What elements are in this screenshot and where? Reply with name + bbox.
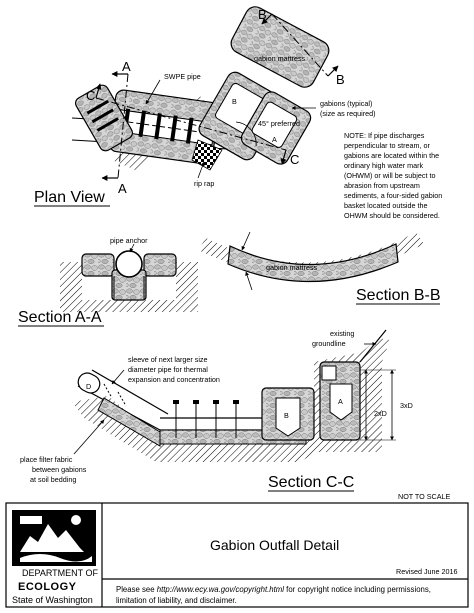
section-cc-sloped-gabions [97,397,161,447]
marker-b-top: B [258,7,267,22]
pipe-d-label: D [86,382,91,391]
revised-date: Revised June 2016 [396,567,458,576]
svg-text:OHWM should be considered.: OHWM should be considered. [344,211,440,220]
pipe-anchor-label: pipe anchor [110,236,148,245]
not-to-scale: NOT TO SCALE [398,492,451,501]
section-aa-gabion-right [143,253,177,277]
marker-c-right: C [290,152,299,167]
sleeve-label-1: sleeve of next larger size [128,355,208,364]
marker-a-bottom: A [118,181,127,196]
existing-groundline [359,329,387,363]
footer-line-1: Please see http://www.ecy.wa.gov/copyrig… [116,585,431,594]
marker-c-left: C [86,88,95,103]
section-cc-gabion-a-pocket [329,383,353,421]
section-aa-anchor [115,263,143,278]
gabion-mattress-plan-label: gabion mattress [254,54,306,63]
sleeve-label-2: diameter pipe for thermal [128,365,208,374]
section-cut-bb [261,13,339,77]
svg-text:perpendicular to stream, or: perpendicular to stream, or [344,141,430,150]
svg-text:ordinary high water mark: ordinary high water mark [344,161,424,170]
section-cc: existing groundline sleeve of next large… [20,329,413,492]
lead-anchors-plan [86,99,119,132]
agency-line-2: ECOLOGY [18,581,77,593]
plan-inner-b: B [232,97,237,106]
section-aa: pipe anchor Section A-A [18,236,198,327]
plan-inner-a: A [272,135,277,144]
filter-label-3: at soil bedding [30,475,76,484]
gabion-a-label: A [338,397,343,406]
section-cut-aa [101,71,129,181]
svg-text:NOTE: If pipe discharges: NOTE: If pipe discharges [344,131,425,140]
svg-text:gabions are located within the: gabions are located within the [344,151,439,160]
footer-suffix: for copyright notice including permissio… [284,585,431,594]
dim-3xd-label: 3xD [400,401,413,410]
section-aa-ground [60,262,198,312]
section-bb-mattress [227,243,399,283]
section-cc-title: Section C-C [268,474,354,491]
rip-rap-label: rip rap [194,179,214,188]
section-cc-dimensions [360,369,396,441]
plan-note: NOTE: If pipe discharges perpendicular t… [344,131,442,220]
svg-text:sediments, a four-sided gabion: sediments, a four-sided gabion [344,191,442,200]
svg-text:basket located outside the: basket located outside the [344,201,428,210]
gabion-mattress-bb-label: gabion mattress [266,263,318,272]
title-block-frame [5,502,469,608]
footer-prefix: Please see [116,585,157,594]
outlet-pocket-a-plan [251,101,298,148]
filter-label-2: between gabions [32,465,87,474]
angle-arc [235,121,257,147]
section-bb: gabion mattress Section B-B [198,231,440,305]
title-block: DEPARTMENT OF ECOLOGY State of Washingto… [5,502,469,608]
gabions-typical-label-1: gabions (typical) [320,99,372,108]
lead-gabion-plan [75,84,133,152]
swpe-pipe-label: SWPE pipe [164,72,201,81]
filter-leader [73,419,105,455]
section-bb-arrow-left [241,231,251,251]
footer-line-2: limitation of liability, and disclaimer. [116,596,237,605]
section-cc-gabion-b-pocket [275,397,301,437]
svg-text:abrasion from upstream: abrasion from upstream [344,181,420,190]
dim-2xd-label: 2xD [374,409,387,418]
plan-view-title: Plan View [34,189,105,206]
rip-rap-plan [191,139,223,171]
sleeve-leader [111,369,125,385]
marker-b-right: B [336,72,345,87]
agency-line-1: DEPARTMENT OF [22,568,99,578]
section-cc-anchors [173,400,239,438]
drawing-title: Gabion Outfall Detail [210,537,339,553]
gabions-typical-label-2: (size as required) [320,109,376,118]
ecology-logo: DEPARTMENT OF ECOLOGY State of Washingto… [12,510,99,605]
agency-line-3: State of Washington [12,595,93,605]
angle-label: 45° preferred [258,119,300,128]
existing-label-1: existing [330,329,354,338]
swpe-leader [145,79,161,105]
section-bb-arrow-lower [245,271,253,291]
section-cut-cc [95,83,287,165]
riprap-leader [197,161,205,179]
copyright-link[interactable]: http://www.ecy.wa.gov/copyright.html [157,585,285,594]
existing-label-2: groundline [312,339,346,348]
plan-view: A A B B C C SWPE pipe gabion mattress ga… [34,6,442,220]
pipe-anchor-leader [129,243,135,253]
svg-text:(OHWM) or will be subject to: (OHWM) or will be subject to [344,171,435,180]
gabion-mattress-plan [230,6,330,88]
section-bb-title: Section B-B [356,287,440,304]
section-cc-gabion-a-top [321,365,337,381]
marker-a-top: A [122,59,131,74]
gabion-b-label: B [284,411,289,420]
sleeve-label-3: expansion and concentration [128,375,220,384]
section-aa-title: Section A-A [18,309,102,326]
section-aa-gabion-left [81,253,115,277]
filter-label-1: place filter fabric [20,455,73,464]
